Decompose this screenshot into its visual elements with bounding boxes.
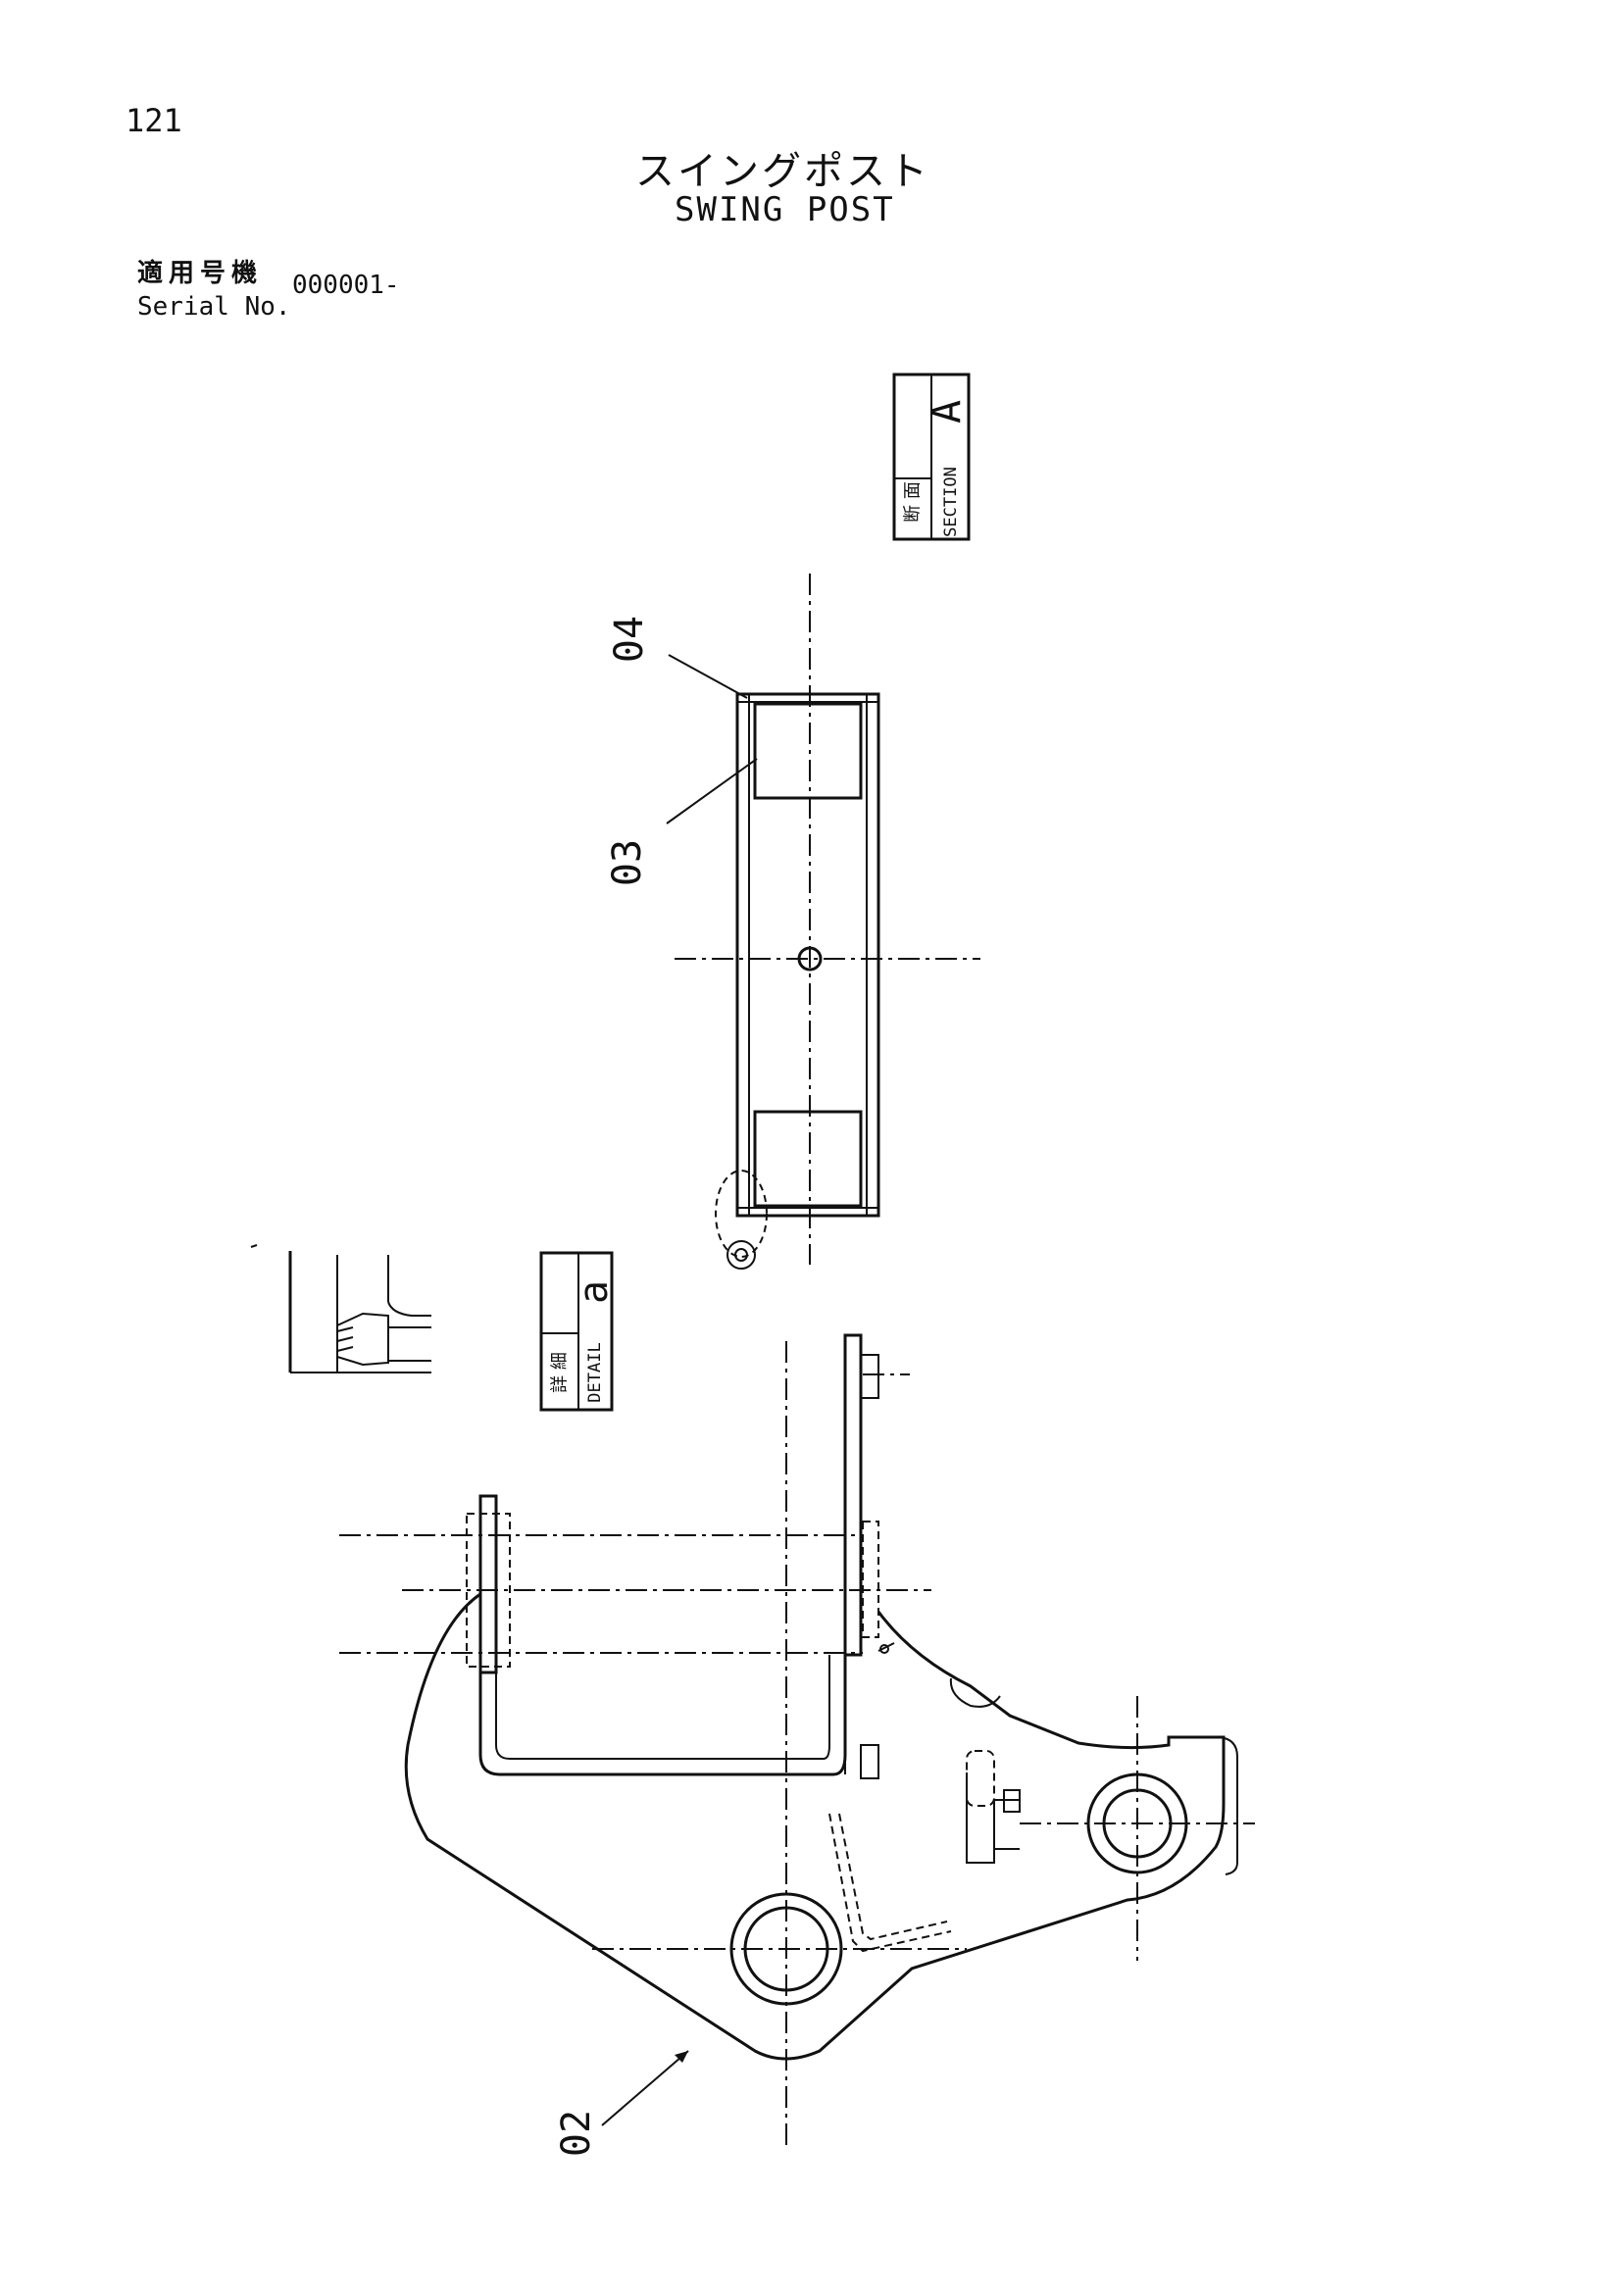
callout-02: 02 [554, 2050, 689, 2157]
callout-03-label: 03 [605, 839, 650, 886]
section-label-japanese: 断 面 [903, 481, 924, 523]
page-title-english: SWING POST [675, 190, 895, 229]
page-number: 121 [125, 102, 182, 139]
detail-label-english: DETAIL [585, 1342, 605, 1402]
detail-a-view [250, 1244, 431, 1373]
callout-03: 03 [605, 758, 758, 886]
section-a-view [675, 574, 980, 1270]
detail-label-japanese: 詳 細 [550, 1352, 571, 1393]
detail-a-label-box: a DETAIL 詳 細 [539, 1251, 617, 1412]
callout-04-label: 04 [607, 616, 652, 663]
callout-04: 04 [607, 616, 748, 699]
section-label-english: SECTION [941, 467, 961, 537]
serial-number-value: 000001- [292, 271, 400, 300]
detail-letter: a [572, 1280, 617, 1304]
page-title-japanese: スイングポスト [635, 149, 930, 194]
section-a-label-box: A SECTION 断 面 [892, 373, 971, 541]
callout-02-label: 02 [554, 2110, 599, 2157]
serial-label-english: Serial No. [137, 292, 291, 322]
section-letter: A [925, 400, 970, 424]
serial-label-japanese: 適用号機 [137, 259, 264, 288]
swing-post-bracket-view [339, 1333, 1255, 2147]
